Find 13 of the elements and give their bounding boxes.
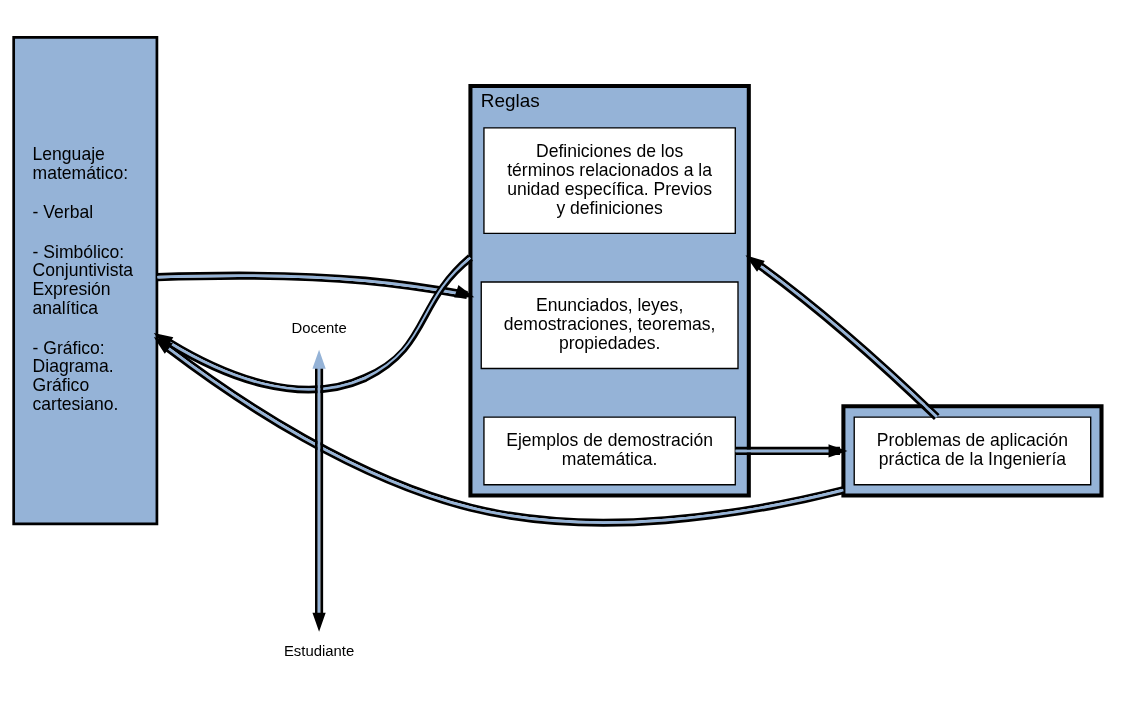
node-box: Problemas de aplicación práctica de la Ingeniería bbox=[853, 415, 1092, 485]
node-text: Estudiante bbox=[283, 642, 355, 659]
arrow bbox=[745, 254, 940, 420]
arrow bbox=[312, 349, 326, 632]
cluster bbox=[841, 403, 1104, 498]
node-box: Lenguaje matemático: - Verbal - Simbólico: Conjuntivista Expresión analítica - Gráfico: Diagrama. Gráfico cartesiano. bbox=[12, 35, 159, 525]
arrow bbox=[153, 336, 845, 527]
node-text: Docente bbox=[291, 319, 347, 336]
node-box: Enunciados, leyes, demostraciones, teoremas, propiedades. bbox=[480, 280, 739, 369]
node-box: Definiciones de los términos relacionados a la unidad específica. Previos y definiciones bbox=[483, 126, 736, 234]
node-box: Ejemplos de demostración matemática. bbox=[483, 415, 736, 485]
arrow bbox=[157, 271, 475, 299]
arrow bbox=[735, 443, 848, 458]
